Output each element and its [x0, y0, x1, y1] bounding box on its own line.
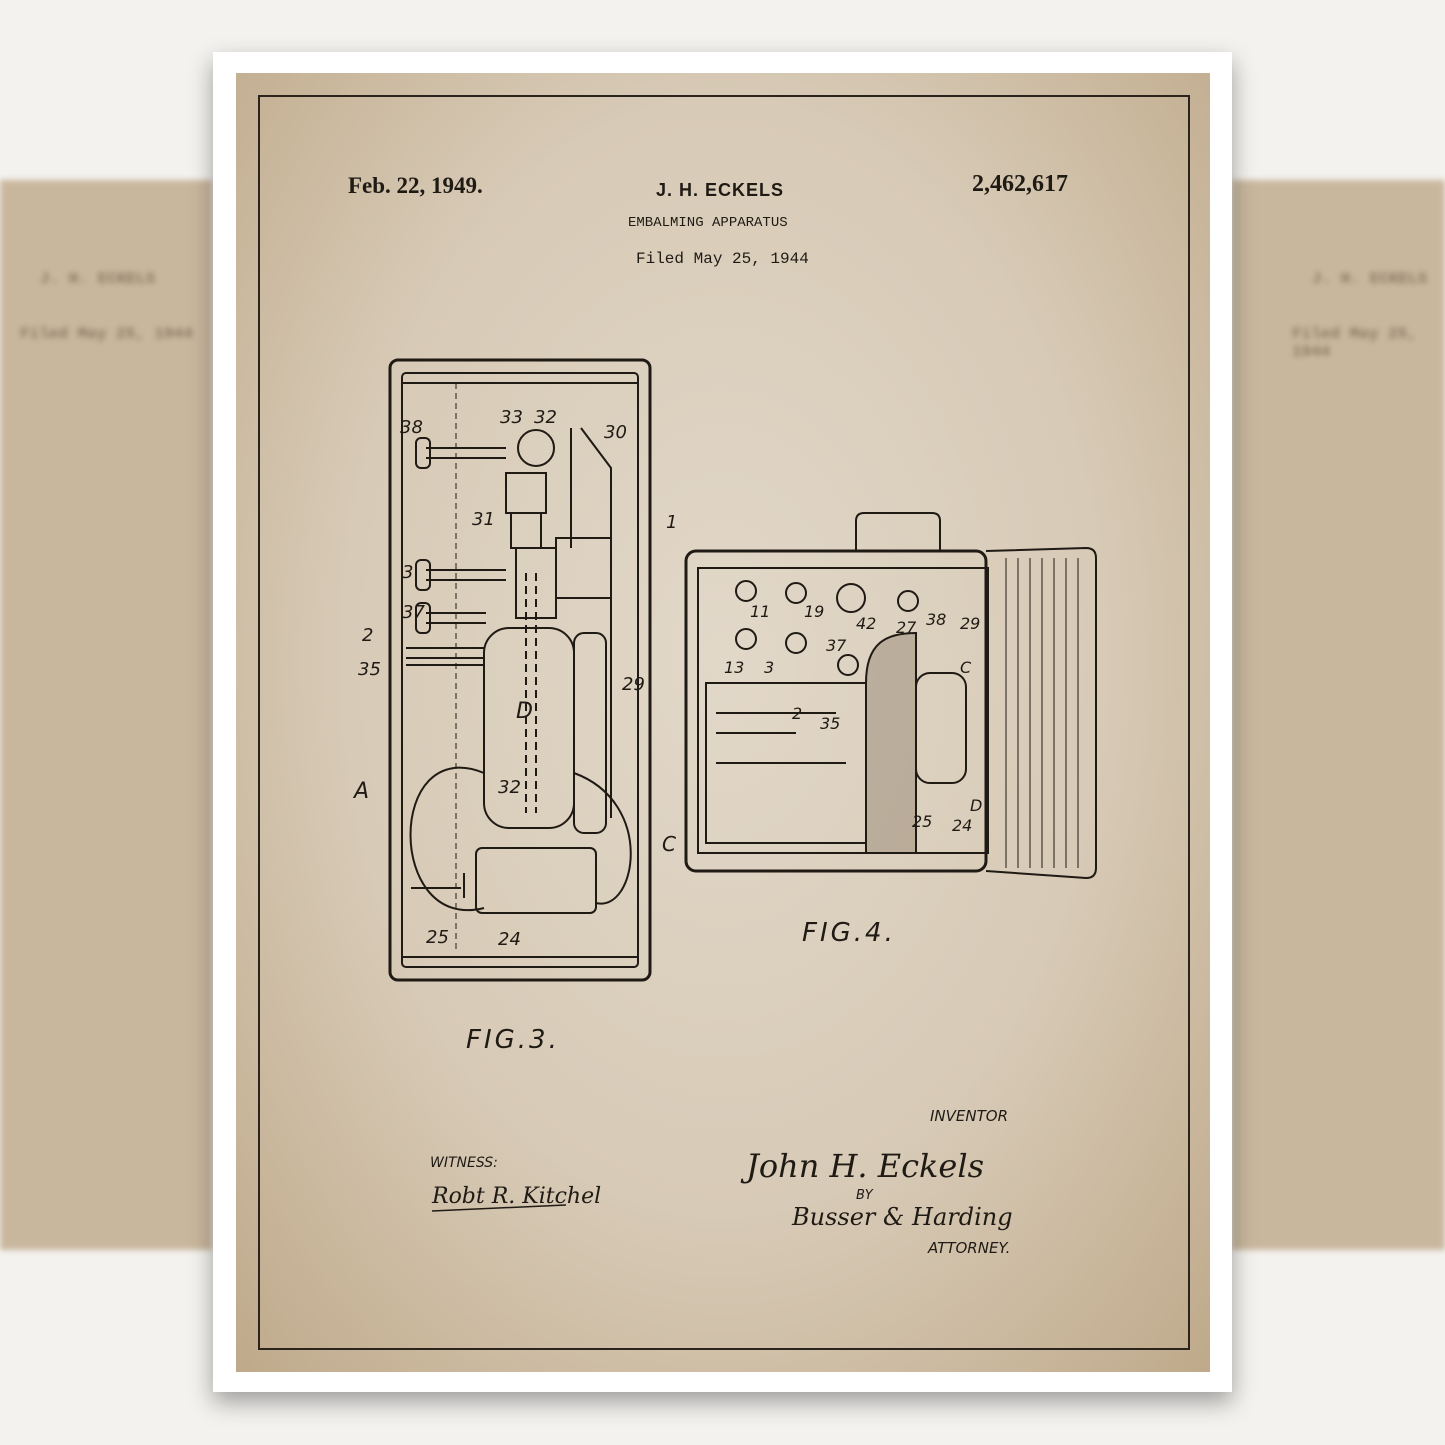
callout-label: 19	[804, 602, 824, 621]
patent-drawings: 38 33 32 30 31 1 3 37 2 35 D 29 32 A C 2…	[236, 73, 1210, 1372]
callout-label: 29	[960, 614, 980, 633]
witness-signature: Robt R. Kitchel	[431, 1184, 601, 1209]
signature-block: INVENTOR John H. Eckels BY Busser & Hard…	[430, 1107, 1013, 1257]
poster-frame: Feb. 22, 1949. J. H. ECKELS EMBALMING AP…	[213, 52, 1232, 1392]
ghost-text: J. H. ECKELS	[1312, 270, 1427, 288]
callout-label: 29	[622, 674, 645, 695]
callout-label: 31	[472, 509, 495, 530]
patent-print: Feb. 22, 1949. J. H. ECKELS EMBALMING AP…	[236, 73, 1210, 1372]
inventor-label: INVENTOR	[930, 1107, 1008, 1125]
callout-label: 11	[750, 602, 770, 621]
figure-4	[686, 513, 1096, 878]
callout-label: 30	[604, 422, 627, 443]
callout-label: 13	[724, 658, 744, 677]
callout-label: 32	[498, 777, 521, 798]
attorney-signature: Busser & Harding	[791, 1203, 1013, 1231]
callout-label: 24	[498, 929, 521, 950]
ghost-text: Filed May 25, 1944	[1292, 325, 1445, 361]
witness-label: WITNESS:	[430, 1155, 498, 1171]
callout-label: 25	[912, 812, 932, 831]
figure-4-labels: 11 19 42 38 27 29 13 3 37 C 2 35 D 25 24…	[724, 602, 982, 948]
blurred-preview-right: J. H. ECKELS Filed May 25, 1944	[1232, 180, 1445, 1250]
figure-3-caption: FIG.3.	[466, 1025, 560, 1055]
callout-label: 2	[792, 704, 802, 723]
callout-label: 32	[534, 407, 557, 428]
callout-label: 37	[402, 602, 425, 623]
callout-label: D	[970, 796, 982, 815]
ghost-text: J. H. ECKELS	[40, 270, 155, 288]
callout-label: 24	[952, 816, 972, 835]
callout-label: C	[960, 658, 972, 677]
callout-label: C	[662, 832, 676, 856]
callout-label: 3	[402, 562, 413, 583]
ghost-text: Filed May 25, 1944	[20, 325, 193, 343]
callout-label: 27	[896, 618, 917, 637]
callout-label: 3	[764, 658, 774, 677]
figure-3	[390, 360, 650, 980]
callout-label: 2	[362, 625, 373, 646]
blurred-preview-left: J. H. ECKELS Filed May 25, 1944	[0, 180, 212, 1250]
inventor-signature: John H. Eckels	[740, 1147, 984, 1185]
callout-label: 33	[500, 407, 523, 428]
attorney-label: ATTORNEY.	[927, 1239, 1010, 1257]
callout-label: 42	[856, 614, 876, 633]
callout-label: 35	[358, 659, 381, 680]
callout-label: 1	[666, 512, 677, 533]
callout-label: 25	[426, 927, 449, 948]
callout-label: 37	[826, 636, 847, 655]
callout-label: 38	[400, 417, 423, 438]
callout-label: A	[352, 779, 369, 804]
figure-4-caption: FIG.4.	[802, 918, 896, 948]
callout-label: 35	[820, 714, 840, 733]
callout-label: D	[516, 699, 533, 724]
by-label: BY	[856, 1188, 874, 1203]
callout-label: 38	[926, 610, 946, 629]
